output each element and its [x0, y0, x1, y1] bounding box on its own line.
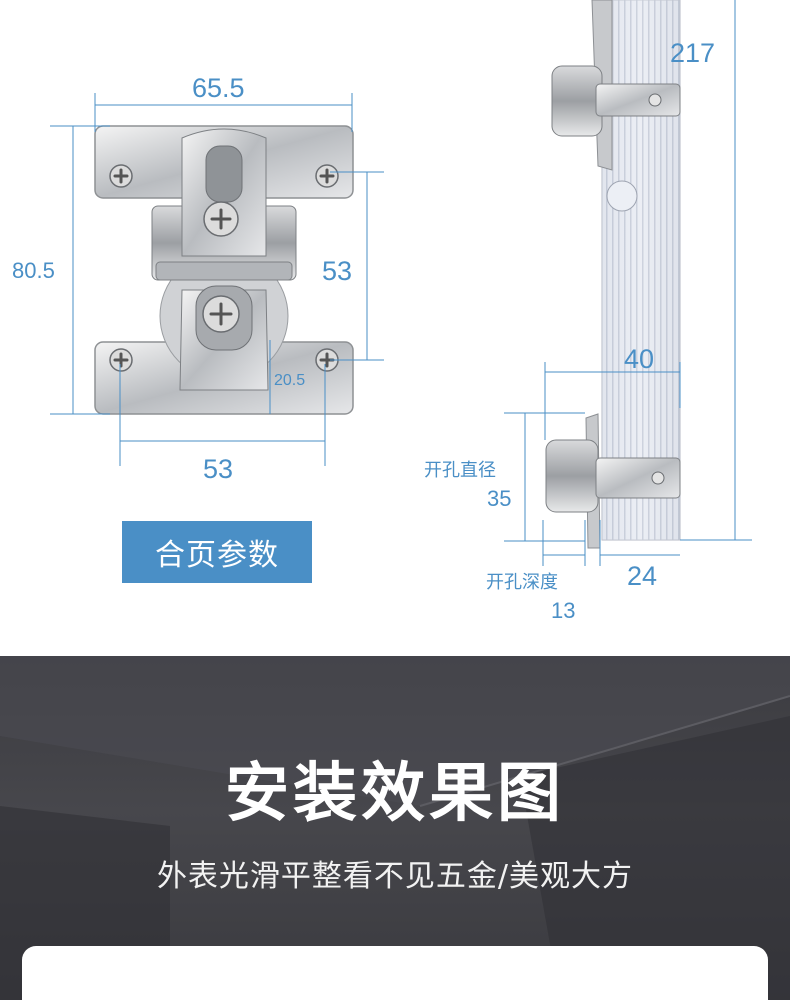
- drill-depth-value: 13: [551, 598, 576, 623]
- door-height-label: 217: [670, 38, 716, 68]
- drill-diameter-label: 开孔直径: [424, 460, 496, 481]
- installation-subtitle: 外表光滑平整看不见五金/美观大方: [156, 859, 634, 894]
- hinge-side-view: [545, 0, 681, 549]
- side-offset-label: 24: [627, 561, 658, 591]
- hinge-front-view: [94, 125, 354, 415]
- drill-diameter-value: 35: [487, 486, 512, 511]
- hinge-parameters-badge: 合页参数: [122, 521, 312, 583]
- drill-depth-label: 开孔深度: [486, 572, 558, 593]
- banner-background: [0, 656, 790, 1000]
- hole-spacing-vertical-label: 53: [322, 256, 353, 286]
- spec-panel: 65.5 80.5 53 53 20.5 217 40 开孔直径 35 开孔深度…: [12, 0, 752, 623]
- content-card: [22, 946, 768, 1000]
- hinge-width-label: 65.5: [192, 73, 245, 103]
- cup-offset-label: 20.5: [274, 372, 306, 389]
- side-dimension-lines: [504, 0, 752, 566]
- hinge-diagram: [50, 0, 752, 566]
- front-dimension-lines: [50, 93, 384, 466]
- hole-spacing-horizontal-label: 53: [203, 454, 234, 484]
- installation-title: 安装效果图: [225, 757, 565, 831]
- installation-banner: 安装效果图 外表光滑平整看不见五金/美观大方: [0, 656, 790, 1000]
- hinge-height-label: 80.5: [12, 258, 55, 283]
- mount-width-label: 40: [624, 344, 655, 374]
